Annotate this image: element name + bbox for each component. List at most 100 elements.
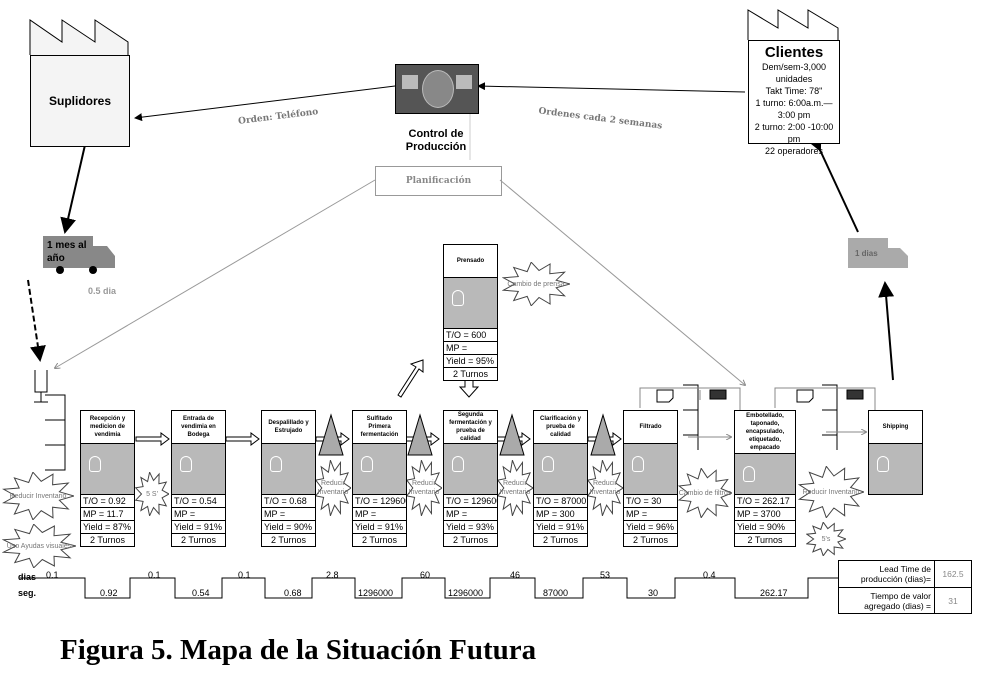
kaizen-label: Cambio de prensa xyxy=(507,280,565,288)
kaizen-label: Reducir Inventario xyxy=(802,488,860,496)
changeover-time: T/O = 0.54 xyxy=(172,494,225,507)
yield: Yield = 91% xyxy=(353,520,406,533)
process-seconds: 0.54 xyxy=(192,588,210,598)
inventory: MP = xyxy=(172,507,225,520)
wait-days: 0.1 xyxy=(46,570,59,580)
process-body xyxy=(624,444,677,494)
kaizen-label: Uso Ayudas visuales xyxy=(6,542,72,550)
process-name: Despalillado y Estrujado xyxy=(262,411,315,444)
inventory: MP = 11.7 xyxy=(81,507,134,520)
process-name: Recepción y medicion de vendimia xyxy=(81,411,134,444)
changeover-time: T/O = 30 xyxy=(624,494,677,507)
inventory: MP = xyxy=(444,341,497,354)
process-seconds: 30 xyxy=(648,588,659,598)
yield: Yield = 90% xyxy=(262,520,315,533)
shifts: 2 Turnos xyxy=(444,367,497,380)
process-body xyxy=(444,278,497,328)
process-name: Prensado xyxy=(444,245,497,278)
process-box: Segunda fermentación y prueba de calidad… xyxy=(443,410,498,547)
process-box: Entrada de vendimia en Bodega T/O = 0.54… xyxy=(171,410,226,547)
process-body xyxy=(81,444,134,494)
customer-roof xyxy=(747,9,839,40)
process-box: Embotellado, taponado, encapsulado, etiq… xyxy=(734,410,796,547)
process-name: Clarificación y prueba de calidad xyxy=(534,411,587,444)
process-name: Sulfitado Primera fermentación xyxy=(353,411,406,444)
process-body xyxy=(534,444,587,494)
kaizen-burst: Reducir Inventario xyxy=(798,466,864,518)
process-name: Shipping xyxy=(869,411,922,444)
operator-icon xyxy=(877,456,889,472)
yield: Yield = 90% xyxy=(735,520,795,533)
dias-label: dias xyxy=(18,572,37,582)
customer-operators: 22 operadores xyxy=(764,146,824,156)
kaizen-label: Reducir Inventario xyxy=(317,480,349,496)
changeover-time: T/O = 87000 xyxy=(534,494,587,506)
yield: Yield = 91% xyxy=(534,520,587,533)
kaizen-label: 5's xyxy=(821,535,831,543)
kaizen-burst: 5's xyxy=(806,522,846,556)
wait-days: 46 xyxy=(510,570,521,580)
inventory: MP = xyxy=(262,507,315,520)
operator-icon xyxy=(361,456,373,472)
process-box: Filtrado T/O = 30 MP = Yield = 96% 2 Tur… xyxy=(623,410,678,547)
process-box: Sulfitado Primera fermentación T/O = 129… xyxy=(352,410,407,547)
operator-icon xyxy=(542,456,554,472)
kaizen-burst: Reducir Inventario xyxy=(315,460,351,516)
process-box: Clarificación y prueba de calidad T/O = … xyxy=(533,410,588,547)
process-body xyxy=(735,454,795,494)
operator-icon xyxy=(270,456,282,472)
process-seconds: 1296000 xyxy=(358,588,394,598)
yield: Yield = 91% xyxy=(172,520,225,533)
process-box: Recepción y medicion de vendimia T/O = 0… xyxy=(80,410,135,547)
shifts: 2 Turnos xyxy=(353,533,406,546)
process-seconds: 262.17 xyxy=(760,588,788,598)
kaizen-burst: Uso Ayudas visuales xyxy=(2,524,76,568)
process-body xyxy=(172,444,225,494)
process-body xyxy=(353,444,406,494)
process-box: Shipping xyxy=(868,410,923,495)
seg-label: seg. xyxy=(18,588,37,598)
customer-demand: Dem/sem-3,000 unidades xyxy=(761,62,827,84)
operator-icon xyxy=(89,456,101,472)
kaizen-label: Reducir Inventario xyxy=(9,492,67,500)
wait-days: 60 xyxy=(420,570,431,580)
operator-icon xyxy=(180,456,192,472)
kaizen-burst: Reducir Inventario xyxy=(587,460,623,516)
changeover-time: T/O = 0.68 xyxy=(262,494,315,507)
shifts: 2 Turnos xyxy=(735,533,795,546)
inventory: MP = 3700 xyxy=(735,507,795,520)
changeover-time: T/O = 1296000 xyxy=(444,494,497,506)
changeover-time: T/O = 1296000 xyxy=(353,494,406,506)
supplier-roof xyxy=(29,19,129,55)
kaizen-label: Reducir Inventario xyxy=(499,480,531,496)
operator-icon xyxy=(743,466,755,482)
yield: Yield = 87% xyxy=(81,520,134,533)
changeover-time: T/O = 262.17 xyxy=(735,494,795,507)
process-name: Entrada de vendimia en Bodega xyxy=(172,411,225,444)
kaizen-burst: Reducir Inventario xyxy=(497,460,533,516)
customer-factory: Clientes Dem/sem-3,000 unidades Takt Tim… xyxy=(748,40,840,156)
inventory: MP = xyxy=(353,507,406,520)
wait-days: 53 xyxy=(600,570,611,580)
customer-shift-2: 2 turno: 2:00 -10:00 pm xyxy=(754,122,834,144)
kaizen-label: 5 S' xyxy=(146,490,158,498)
summary-table: Lead Time de producción (dias)=162.5 Tie… xyxy=(838,560,972,614)
customer-takt: Takt Time: 78" xyxy=(765,86,823,96)
kaizen-label: Reducir Inventario xyxy=(408,480,440,496)
inventory: MP = xyxy=(444,507,497,520)
process-name: Filtrado xyxy=(624,411,677,444)
wait-days: 2.8 xyxy=(326,570,339,580)
supplier-label: Suplidores xyxy=(48,94,111,108)
operator-icon xyxy=(452,290,464,306)
inventory: MP = xyxy=(624,507,677,520)
shifts: 2 Turnos xyxy=(534,533,587,546)
process-body xyxy=(869,444,922,494)
shifts: 2 Turnos xyxy=(624,533,677,546)
process-name: Segunda fermentación y prueba de calidad xyxy=(444,411,497,444)
shifts: 2 Turnos xyxy=(444,533,497,546)
supplier-factory: Suplidores xyxy=(30,55,130,147)
kaizen-burst: 5 S' xyxy=(135,472,169,516)
customer-shift-1: 1 turno: 6:00a.m.—3:00 pm xyxy=(755,98,833,120)
